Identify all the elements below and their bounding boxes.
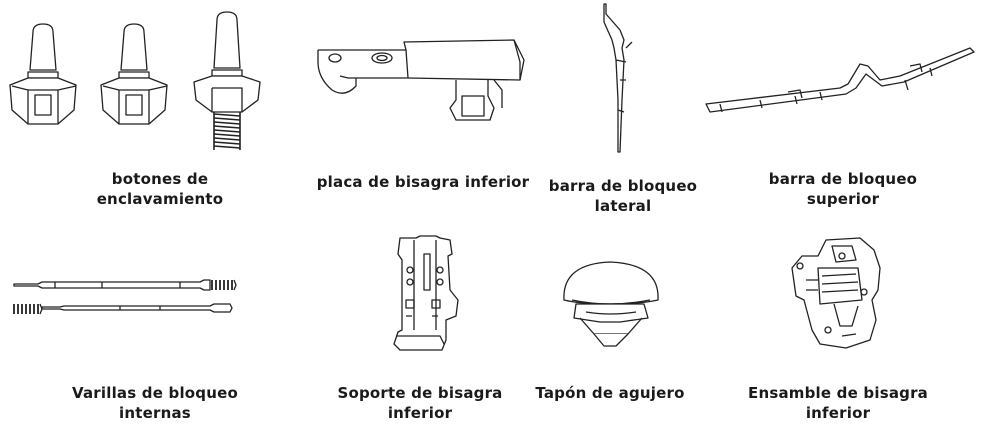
label-side-lock-bar: barra de bloqueo lateral	[548, 177, 698, 215]
label-lower-hinge-plate: placa de bisagra inferior	[316, 173, 530, 191]
label-hole-plug: Tapón de agujero	[535, 384, 685, 402]
label-top-lock-bar: barra de bloqueo superior	[768, 170, 918, 208]
label-lower-hinge-assembly: Ensamble de bisagra inferior	[748, 384, 928, 422]
label-inner-lock-rods: Varillas de bloqueo internas	[71, 384, 239, 422]
label-locking-buttons: botones de enclavamiento	[96, 170, 224, 208]
label-lower-hinge-bracket: Soporte de bisagra inferior	[337, 384, 503, 422]
